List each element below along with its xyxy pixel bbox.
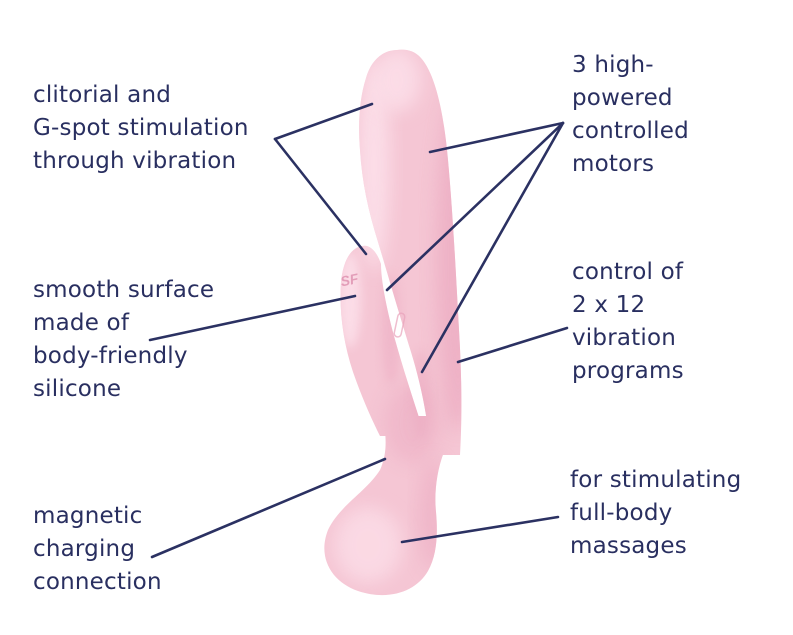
- label-line: 2 x 12: [572, 292, 646, 318]
- label-line: silicone: [33, 376, 122, 402]
- label-line: controlled: [572, 118, 689, 144]
- label-motors: 3 high- powered controlled motors: [572, 49, 689, 181]
- leader-clitoral-to-arm: [273, 137, 368, 256]
- label-line: powered: [572, 85, 673, 111]
- label-line: made of: [33, 310, 130, 336]
- leader-motors-to-shaft: [428, 121, 565, 154]
- label-line: for stimulating: [570, 467, 742, 493]
- label-line: connection: [33, 569, 162, 595]
- label-silicone-surface: smooth surface made of body-friendly sil…: [33, 274, 214, 406]
- leader-programs-to-shaft: [456, 326, 569, 364]
- label-full-body-massage: for stimulating full-body massages: [570, 464, 741, 563]
- label-line: magnetic: [33, 503, 143, 529]
- leader-motors-to-arm: [385, 121, 565, 292]
- leader-clitoral-to-shaft-tip: [273, 102, 374, 141]
- leader-motors-to-junction: [420, 121, 565, 374]
- label-line: vibration: [572, 325, 677, 351]
- label-vibration-programs: control of 2 x 12 vibration programs: [572, 256, 684, 388]
- leader-lines: [148, 102, 569, 559]
- label-line: through vibration: [33, 148, 237, 174]
- label-magnetic-charging: magnetic charging connection: [33, 500, 162, 599]
- label-line: control of: [572, 259, 684, 285]
- label-line: massages: [570, 533, 687, 559]
- label-line: G-spot stimulation: [33, 115, 249, 141]
- leader-silicone-to-arm: [148, 294, 357, 342]
- device-body: SF: [324, 49, 462, 596]
- leader-magnetic-to-handle: [150, 457, 387, 559]
- label-line: smooth surface: [33, 277, 215, 303]
- label-line: full-body: [570, 500, 673, 526]
- emboss-mark: [393, 312, 406, 338]
- label-line: motors: [572, 151, 655, 177]
- label-line: programs: [572, 358, 684, 384]
- leader-massage-to-base: [400, 515, 560, 544]
- label-line: charging: [33, 536, 136, 562]
- label-line: 3 high-: [572, 52, 654, 78]
- sf-logo: SF: [339, 270, 360, 289]
- label-line: clitorial and: [33, 82, 172, 108]
- label-clitoral-stimulation: clitorial and G-spot stimulation through…: [33, 79, 249, 178]
- label-line: body-friendly: [33, 343, 188, 369]
